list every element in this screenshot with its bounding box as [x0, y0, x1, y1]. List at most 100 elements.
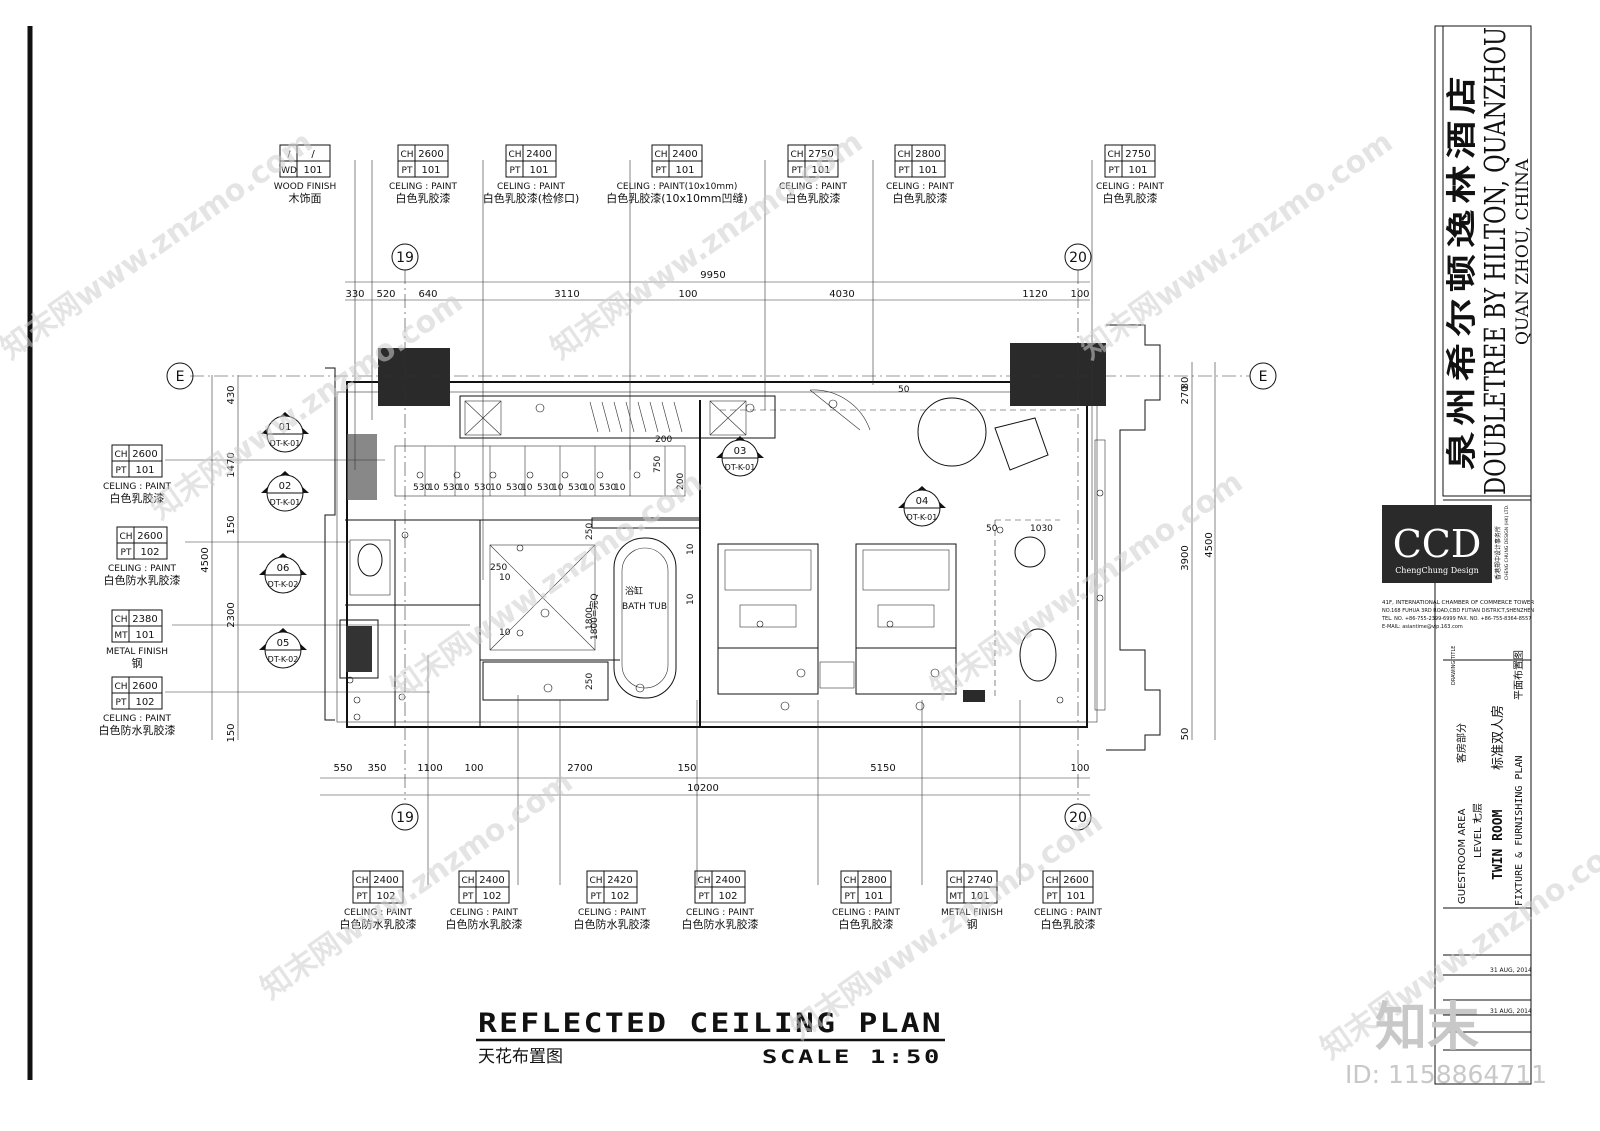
tag-height: 2600 [418, 149, 443, 160]
dim-bottom-total: 10200 [687, 783, 719, 794]
tag-height: 2380 [132, 614, 157, 625]
tag-ch: CH [400, 150, 413, 160]
tag-code: PT [357, 892, 368, 902]
dim-top-part: 3110 [554, 289, 579, 300]
tag-height: 2750 [808, 149, 833, 160]
dim-inner: 10 [686, 593, 696, 605]
dim-bottom-part: 100 [1070, 763, 1089, 774]
dim-right-part: 80 [1180, 377, 1191, 390]
tag-number: 101 [529, 165, 548, 176]
callout-number: 03 [734, 446, 747, 457]
drawing-title-label: DRAWING TITLE [1451, 646, 1457, 685]
tag-code: PT [463, 892, 474, 902]
callout-reference: DT-K-02 [268, 580, 299, 589]
tag-ch: CH [114, 615, 127, 625]
tag-number: 102 [135, 697, 154, 708]
column-left [378, 348, 450, 406]
dim-top-part: 520 [376, 289, 395, 300]
tag-material-cn: 白色乳胶漆 [786, 191, 841, 205]
tag-material-cn: 钢 [967, 918, 978, 931]
tag-code: MT [114, 631, 128, 641]
callout-reference: DT-K-01 [907, 513, 938, 522]
grid-bubble [1064, 803, 1092, 831]
tag-number: 101 [135, 465, 154, 476]
watermark-id: ID: 1158864711 [1345, 1060, 1547, 1089]
bathtub-label-cn: 浴缸 [625, 585, 643, 597]
dim-inner: 200 [655, 435, 672, 445]
tag-material-en: CELING : PAINT [1096, 182, 1164, 192]
dim-inner: 10 [490, 483, 502, 493]
drawing-title-cn: 天花布置图 [478, 1047, 563, 1067]
dim-inner: 10 [458, 483, 470, 493]
tag-number: 101 [421, 165, 440, 176]
tag-height: 2400 [373, 875, 398, 886]
dim-right-part: 3900 [1180, 545, 1191, 570]
callout-reference: DT-K-01 [270, 439, 301, 448]
dim-top-part: 100 [678, 289, 697, 300]
callout-reference: DT-K-01 [725, 463, 756, 472]
tag-material-en: CELING : PAINT [686, 908, 754, 918]
tag-code: PT [899, 166, 910, 176]
tag-ch: CH [697, 876, 710, 886]
tag-ch: CH [114, 450, 127, 460]
callout-reference: DT-K-02 [268, 655, 299, 664]
dim-bottom-part: 100 [464, 763, 483, 774]
tag-material-en: CELING : PAINT [108, 564, 176, 574]
dim-inner: 250 [490, 563, 507, 573]
dim-left-part: 2300 [226, 602, 237, 627]
grid-label: E [176, 369, 185, 385]
tag-material-cn: 白色乳胶漆 [839, 917, 894, 931]
tag-height: 2740 [967, 875, 992, 886]
tag-ch: CH [508, 150, 521, 160]
tag-ch: CH [949, 876, 962, 886]
tag-material-cn: 白色乳胶漆(10x10mm凹缝) [606, 191, 748, 205]
tag-code: PT [116, 466, 127, 476]
dim-inner: 530 [474, 483, 491, 493]
svg-text:知末网www.znzmo.com: 知末网www.znzmo.com [0, 125, 319, 367]
dim-bottom-part: 1100 [417, 763, 442, 774]
callout-number: 04 [916, 496, 929, 507]
bed-left [717, 543, 819, 695]
tag-ch: CH [114, 682, 127, 692]
dim-left-total: 4500 [200, 547, 211, 572]
tag-ch: CH [897, 150, 910, 160]
dim-inner: 250 [585, 523, 595, 540]
bathtub-note: 1800=完Q [588, 593, 600, 640]
tag-code: PT [699, 892, 710, 902]
tag-material-cn: 钢 [132, 657, 143, 670]
column-right [1010, 343, 1106, 406]
grid-label: 20 [1069, 810, 1087, 826]
tag-number: 101 [135, 630, 154, 641]
grid-label: 20 [1069, 250, 1087, 266]
tag-material-en: CELING : PAINT(10x10mm) [617, 182, 738, 192]
area-cn: 客房部分 [1455, 723, 1468, 763]
round-table [917, 397, 987, 467]
dim-left-part: 150 [226, 723, 237, 742]
dim-top-part: 330 [345, 289, 364, 300]
tag-height: 2400 [672, 149, 697, 160]
grid-label: E [1259, 369, 1268, 385]
callout-reference: DT-K-01 [270, 498, 301, 507]
tag-code: PT [1047, 892, 1058, 902]
light-fixtures [346, 399, 1104, 721]
tag-number: 102 [140, 547, 159, 558]
tag-height: 2600 [132, 681, 157, 692]
dim-inner: 50 [986, 524, 998, 534]
dim-inner: 50 [898, 385, 910, 395]
tag-code: PT [121, 548, 132, 558]
tag-material-en: WOOD FINISH [274, 182, 337, 192]
room-type-en: TWIN ROOM [1491, 809, 1506, 880]
dim-inner: 250 [585, 673, 595, 690]
tag-height: 2400 [715, 875, 740, 886]
